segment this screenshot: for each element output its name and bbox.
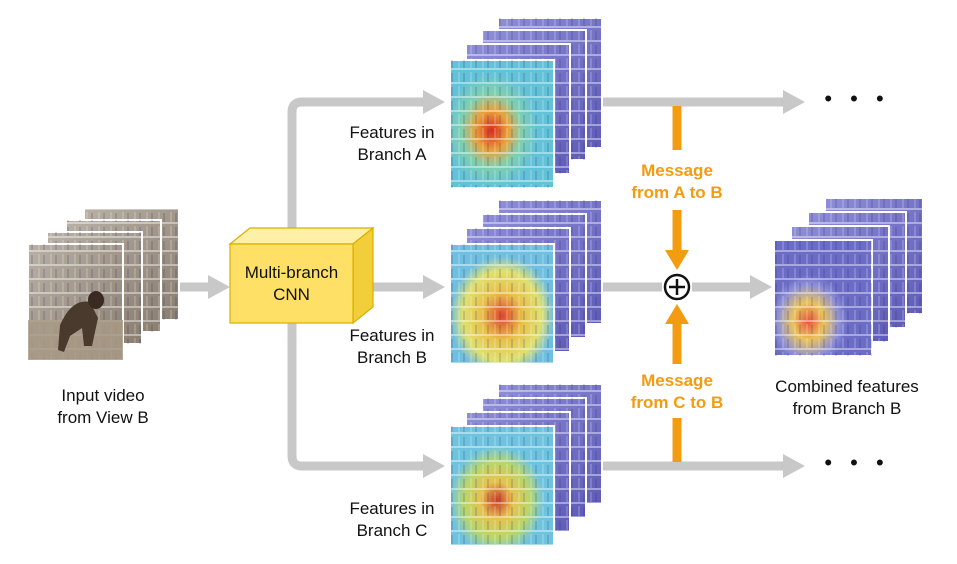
arrow-branch-a-out-head: [783, 90, 805, 114]
person-figure: [58, 301, 98, 352]
branch-c-label-line1: Features in: [349, 499, 435, 518]
input-video-label-line1: Input video: [61, 386, 145, 405]
message-a-label-line1: Message: [641, 161, 713, 180]
combined-frame-front: [773, 239, 873, 357]
ellipsis-bottom: • • •: [824, 450, 890, 475]
arrow-to-branch-c-head: [423, 454, 445, 478]
combined-label-line1: Combined features: [775, 377, 919, 396]
branch-a-label-line2: Branch A: [357, 145, 427, 164]
branch-a-label-line1: Features in: [349, 123, 435, 142]
input-video-label: Input video from View B: [28, 385, 178, 429]
branch-b-stack: [449, 199, 603, 365]
branch-c-label: Features in Branch C: [332, 498, 452, 542]
input-video-label-line2: from View B: [57, 408, 149, 427]
arrow-to-combined-head: [750, 275, 772, 299]
branch-trunk: [287, 97, 425, 232]
message-c-arrowhead: [665, 304, 689, 324]
combined-label-line2: from Branch B: [792, 399, 902, 418]
message-arrows: [665, 106, 689, 462]
cnn-label-line2: CNN: [273, 285, 310, 304]
combined-stack: [773, 197, 924, 357]
arrow-branch-c-out-head: [783, 454, 805, 478]
sum-node: [663, 273, 691, 301]
branch-c-label-line2: Branch C: [356, 521, 428, 540]
ellipsis-top: • • •: [824, 86, 890, 111]
message-a-arrowhead: [665, 250, 689, 270]
branch-b-label-line1: Features in: [349, 326, 435, 345]
arrow-input-to-cnn-head: [208, 275, 230, 299]
cnn-box: [228, 226, 375, 325]
message-a-label: Message from A to B: [607, 160, 747, 204]
branch-a-label: Features in Branch A: [332, 122, 452, 166]
input-video-stack: [27, 207, 180, 361]
arrow-to-branch-b-head: [423, 275, 445, 299]
cnn-label-line1: Multi-branch: [244, 263, 339, 282]
arrow-to-branch-a-head: [423, 90, 445, 114]
branch-c-frame-front: [449, 425, 555, 547]
branch-b-label-line2: Branch B: [357, 348, 427, 367]
cnn-box-front: [229, 243, 354, 324]
cnn-label: Multi-branch CNN: [230, 262, 353, 306]
cnn-box-top: [228, 227, 375, 245]
message-a-label-line2: from A to B: [631, 183, 723, 202]
message-c-label: Message from C to B: [607, 370, 747, 414]
message-c-label-line1: Message: [641, 371, 713, 390]
branch-c-stack: [449, 383, 603, 547]
branch-a-stack: [449, 17, 603, 189]
branch-trunk-lower: [287, 322, 425, 471]
branch-a-frame-front: [449, 59, 555, 189]
cnn-box-side: [352, 226, 374, 325]
branch-b-frame-front: [449, 243, 555, 365]
branch-b-label: Features in Branch B: [332, 325, 452, 369]
combined-label: Combined features from Branch B: [752, 376, 942, 420]
input-frame-front: [27, 243, 124, 361]
message-c-label-line2: from C to B: [630, 393, 724, 412]
gray-arrows: [180, 90, 805, 478]
